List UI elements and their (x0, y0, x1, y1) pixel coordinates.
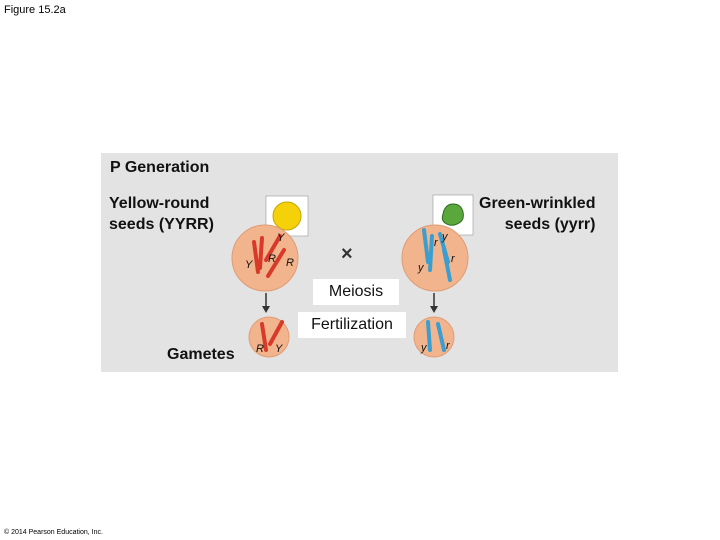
right-arrow (430, 293, 438, 313)
left-arrow (262, 293, 270, 313)
left-parent-chromosomes (252, 234, 286, 278)
meiosis-label: Meiosis (313, 279, 399, 305)
allele-label: y (420, 342, 428, 354)
allele-label: y (417, 262, 425, 274)
left-parent-line2: seeds (YYRR) (109, 216, 214, 233)
allele-label: Y (275, 343, 283, 355)
right-parent-line1: Green-wrinkled (479, 195, 596, 212)
green-wrinkled-seed-icon (441, 203, 464, 226)
allele-label: Y (245, 259, 253, 271)
copyright-notice: © 2014 Pearson Education, Inc. (4, 529, 103, 536)
left-parent-line1: Yellow-round (109, 195, 210, 212)
fertilization-label: Fertilization (298, 312, 406, 338)
right-parent-chromosomes (422, 228, 452, 282)
cross-symbol: × (341, 243, 353, 265)
allele-label: R (268, 253, 276, 265)
allele-label: r (446, 340, 451, 352)
yellow-round-seed-icon (272, 201, 302, 231)
allele-label: R (256, 343, 264, 355)
left-parent-label: Yellow-round seeds (YYRR) (109, 193, 214, 235)
left-gamete-chromosomes (260, 320, 284, 352)
panel-heading: P Generation (110, 159, 210, 176)
allele-label: r (451, 253, 456, 265)
allele-label: r (434, 237, 439, 249)
right-parent-line2: seeds (yyrr) (504, 216, 596, 233)
p-generation-panel: P Generation Yellow-round seeds (YYRR) G… (101, 153, 618, 372)
gametes-label: Gametes (167, 346, 235, 363)
figure-title: Figure 15.2a (4, 4, 66, 16)
right-parent-label: Green-wrinkled seeds (yyrr) (479, 193, 595, 235)
right-gamete-chromosomes (426, 320, 446, 352)
right-parent-cell (401, 224, 469, 292)
allele-label: Y (277, 232, 285, 244)
allele-label: y (441, 231, 449, 243)
allele-label: R (286, 257, 294, 269)
